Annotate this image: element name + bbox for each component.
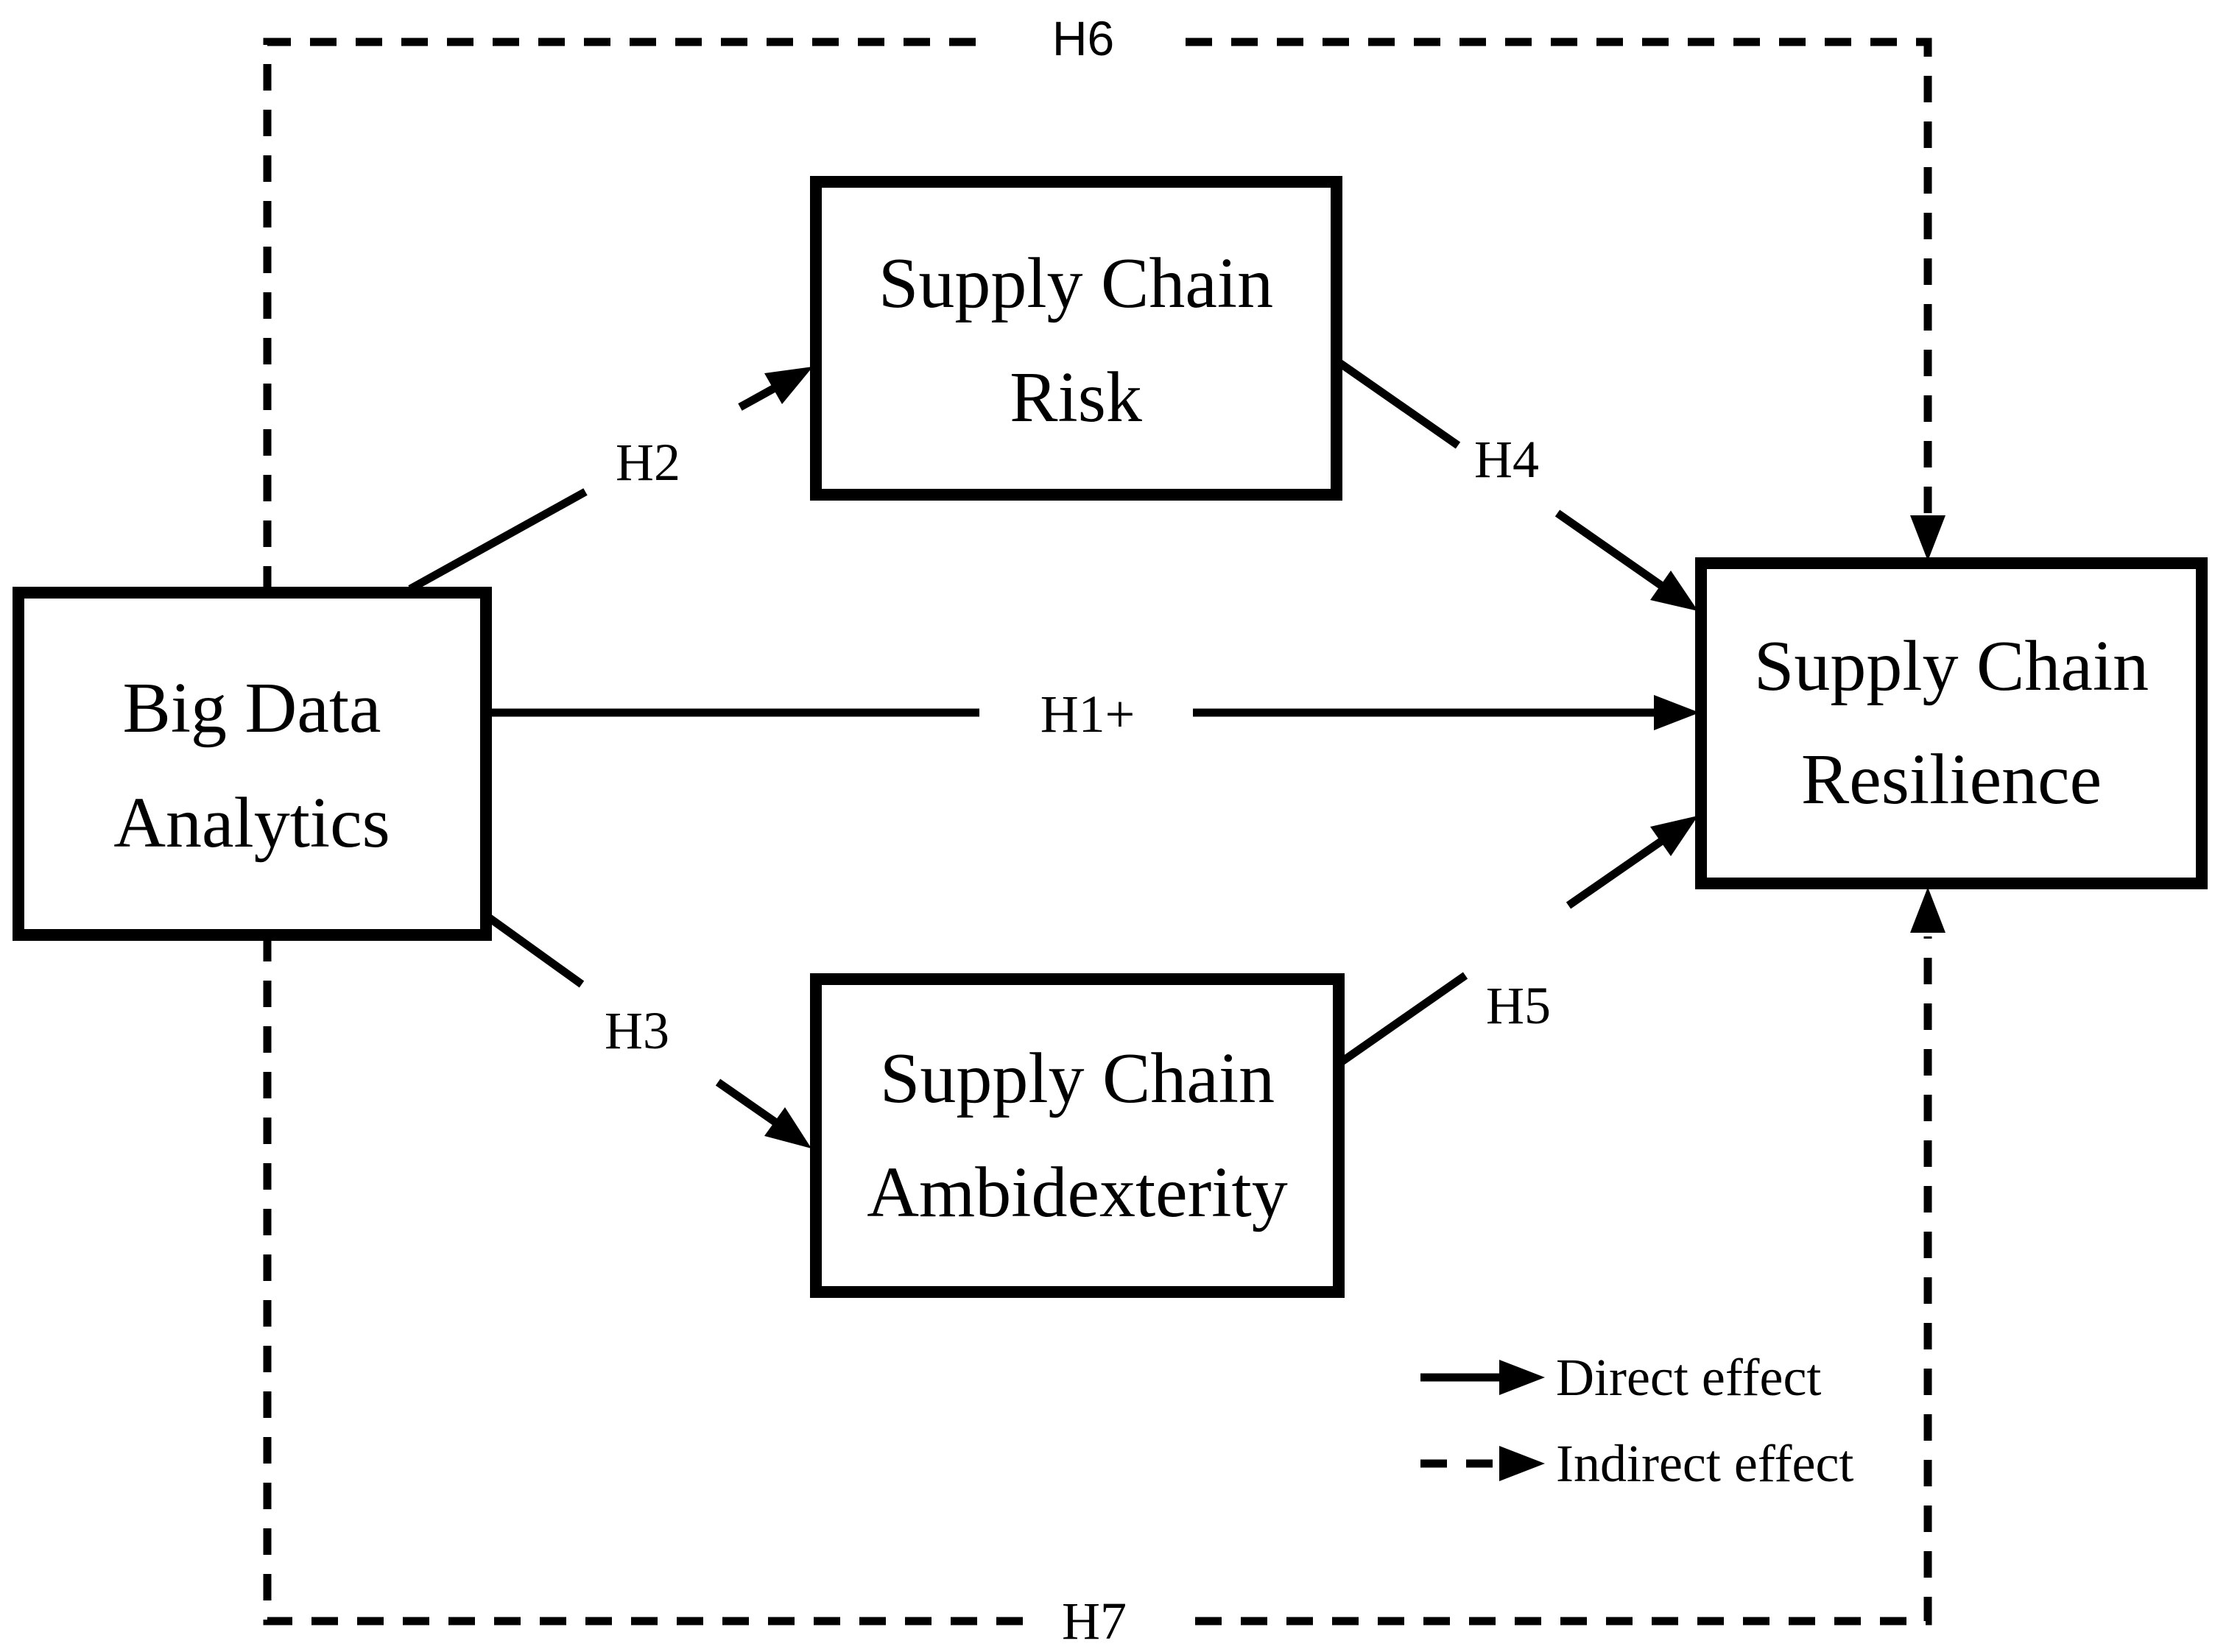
legend-indirect-label: Indirect effect [1556,1434,1853,1493]
big-data-analytics-label-line2: Analytics [113,783,390,863]
h7-arrowhead-icon [1910,887,1945,933]
h7-indirect-path-right [1195,936,1932,1625]
h1-label: H1+ [1040,685,1135,744]
h3-direct-path-left [479,909,585,988]
supply-chain-ambidexterity-label-line2: Ambidexterity [867,1153,1288,1232]
h5-direct-path-left [1336,972,1468,1067]
node-supply-chain-risk: Supply Chain Risk [810,176,1342,501]
supply-chain-ambidexterity-box [810,973,1345,1298]
node-big-data-analytics: Big Data Analytics [13,587,492,941]
h5-label: H5 [1486,976,1551,1035]
h3-direct-path-right [715,1079,779,1126]
h5-arrowhead-icon [1650,816,1698,856]
h6-arrowhead-icon [1910,515,1945,561]
legend: Direct effect Indirect effect [1420,1348,1853,1493]
h7-indirect-path-left [263,935,1040,1625]
h3-arrowhead-icon [764,1107,811,1148]
h6-indirect-path-right [1186,38,1932,514]
supply-chain-ambidexterity-label-line1: Supply Chain [880,1039,1275,1118]
h1-arrowhead-icon [1654,695,1700,730]
h2-direct-path-left [408,488,588,593]
h6-label: H6 [1052,11,1114,66]
supply-chain-risk-label-line1: Supply Chain [878,244,1273,323]
h4-direct-path-right [1554,509,1665,590]
h2-label: H2 [616,433,680,492]
supply-chain-risk-label-line2: Risk [1010,358,1142,437]
h6-indirect-path-left [263,38,983,593]
h2-direct-path-right [738,384,777,411]
h4-arrowhead-icon [1650,571,1698,611]
h7-label: H7 [1062,1592,1127,1651]
h4-label: H4 [1474,430,1539,489]
supply-chain-resilience-label-line1: Supply Chain [1754,626,2149,706]
h2-arrowhead-icon [764,367,813,404]
big-data-analytics-label-line1: Big Data [122,668,381,748]
supply-chain-risk-box [810,176,1342,501]
h4-direct-path-left [1334,357,1461,449]
big-data-analytics-box [13,587,492,941]
supply-chain-resilience-label-line2: Resilience [1801,740,2102,819]
legend-indirect-arrowhead-icon [1499,1446,1545,1481]
node-supply-chain-resilience: Supply Chain Resilience [1695,557,2208,889]
node-supply-chain-ambidexterity: Supply Chain Ambidexterity [810,973,1345,1298]
h5-direct-path-right [1566,837,1665,909]
legend-direct-arrowhead-icon [1499,1360,1545,1395]
legend-direct-label: Direct effect [1556,1348,1821,1407]
h3-label: H3 [605,1001,669,1060]
supply-chain-resilience-box [1695,557,2208,889]
